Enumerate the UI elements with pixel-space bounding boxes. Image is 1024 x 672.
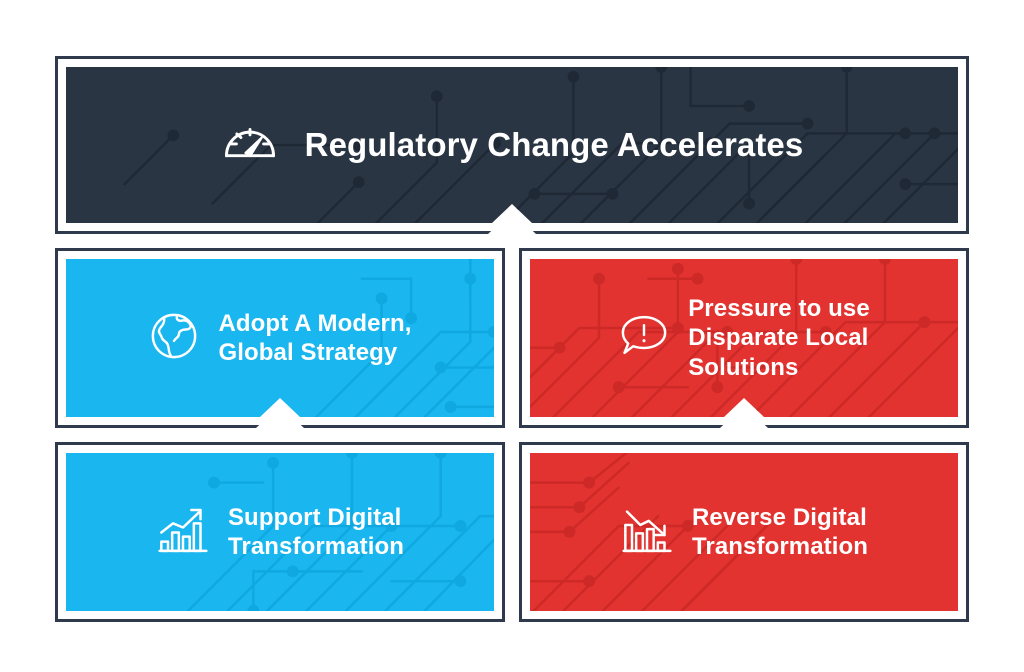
card-reverse-fill: Reverse Digital Transformation: [530, 453, 958, 611]
header-content: Regulatory Change Accelerates: [221, 114, 804, 177]
card-support-content: Support Digital Transformation: [156, 503, 404, 562]
card-adopt-content: Adopt A Modern, Global Strategy: [148, 309, 411, 368]
gauge-icon: [221, 114, 279, 177]
header-title: Regulatory Change Accelerates: [304, 125, 804, 163]
card-reverse-label: Reverse Digital Transformation: [691, 503, 869, 560]
card-support-label: Support Digital Transformation: [227, 503, 405, 560]
speech-bubble-alert-icon: [618, 309, 670, 366]
card-pressure-fill: Pressure to use Disparate Local Solution…: [530, 259, 958, 417]
card-adopt-label: Adopt A Modern, Global Strategy: [218, 309, 412, 366]
card-reverse-content: Reverse Digital Transformation: [620, 503, 868, 562]
card-support-fill: Support Digital Transformation: [66, 453, 494, 611]
card-reverse-digital-transformation[interactable]: Reverse Digital Transformation: [519, 442, 969, 622]
card-pressure-content: Pressure to use Disparate Local Solution…: [618, 294, 870, 382]
header-card[interactable]: Regulatory Change Accelerates: [55, 56, 969, 234]
card-support-digital-transformation[interactable]: Support Digital Transformation: [55, 442, 505, 622]
bar-chart-down-icon: [620, 505, 674, 560]
header-card-fill: Regulatory Change Accelerates: [66, 67, 958, 223]
card-adopt-fill: Adopt A Modern, Global Strategy: [66, 259, 494, 417]
bar-chart-up-icon: [156, 505, 210, 560]
card-adopt-modern-global-strategy[interactable]: Adopt A Modern, Global Strategy: [55, 248, 505, 428]
globe-icon: [148, 310, 200, 367]
card-pressure-label: Pressure to use Disparate Local Solution…: [688, 295, 870, 381]
card-pressure-disparate-local-solutions[interactable]: Pressure to use Disparate Local Solution…: [519, 248, 969, 428]
